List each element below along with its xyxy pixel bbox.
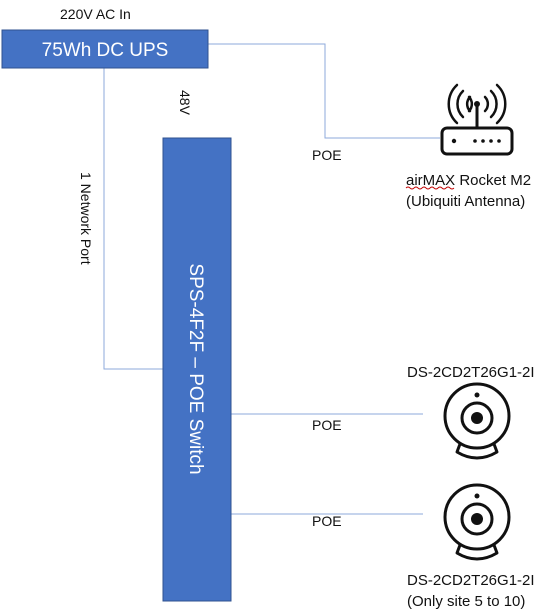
camera-2-model: DS-2CD2T26G1-2I (407, 572, 535, 589)
power-input-label: 220V AC In (60, 6, 131, 22)
connectors (103, 43, 440, 515)
voltage-label: 48V (177, 90, 193, 116)
ups-to-switch-line (103, 68, 163, 370)
wifi-router-icon (440, 83, 514, 156)
poe-label-antenna: POE (312, 147, 342, 163)
antenna-subtitle: (Ubiquiti Antenna) (406, 193, 525, 210)
ups-label: 75Wh DC UPS (42, 40, 169, 61)
antenna-name: airMAX Rocket M2 (406, 172, 531, 189)
ups-box: 75Wh DC UPS (1, 29, 209, 69)
poe-switch-label: SPS-4F2F – POE Switch (185, 263, 206, 474)
poe-switch-box: SPS-4F2F – POE Switch (162, 137, 232, 602)
ups-to-antenna-line (208, 43, 440, 139)
spellcheck-squiggle (405, 186, 455, 190)
poe-label-camera-1: POE (312, 417, 342, 433)
webcam-icon (443, 382, 511, 460)
network-port-label: 1 Network Port (78, 172, 94, 265)
camera-1-model: DS-2CD2T26G1-2I (407, 364, 535, 381)
webcam-icon (443, 483, 511, 561)
camera-2-note: (Only site 5 to 10) (407, 593, 525, 610)
poe-label-camera-2: POE (312, 513, 342, 529)
